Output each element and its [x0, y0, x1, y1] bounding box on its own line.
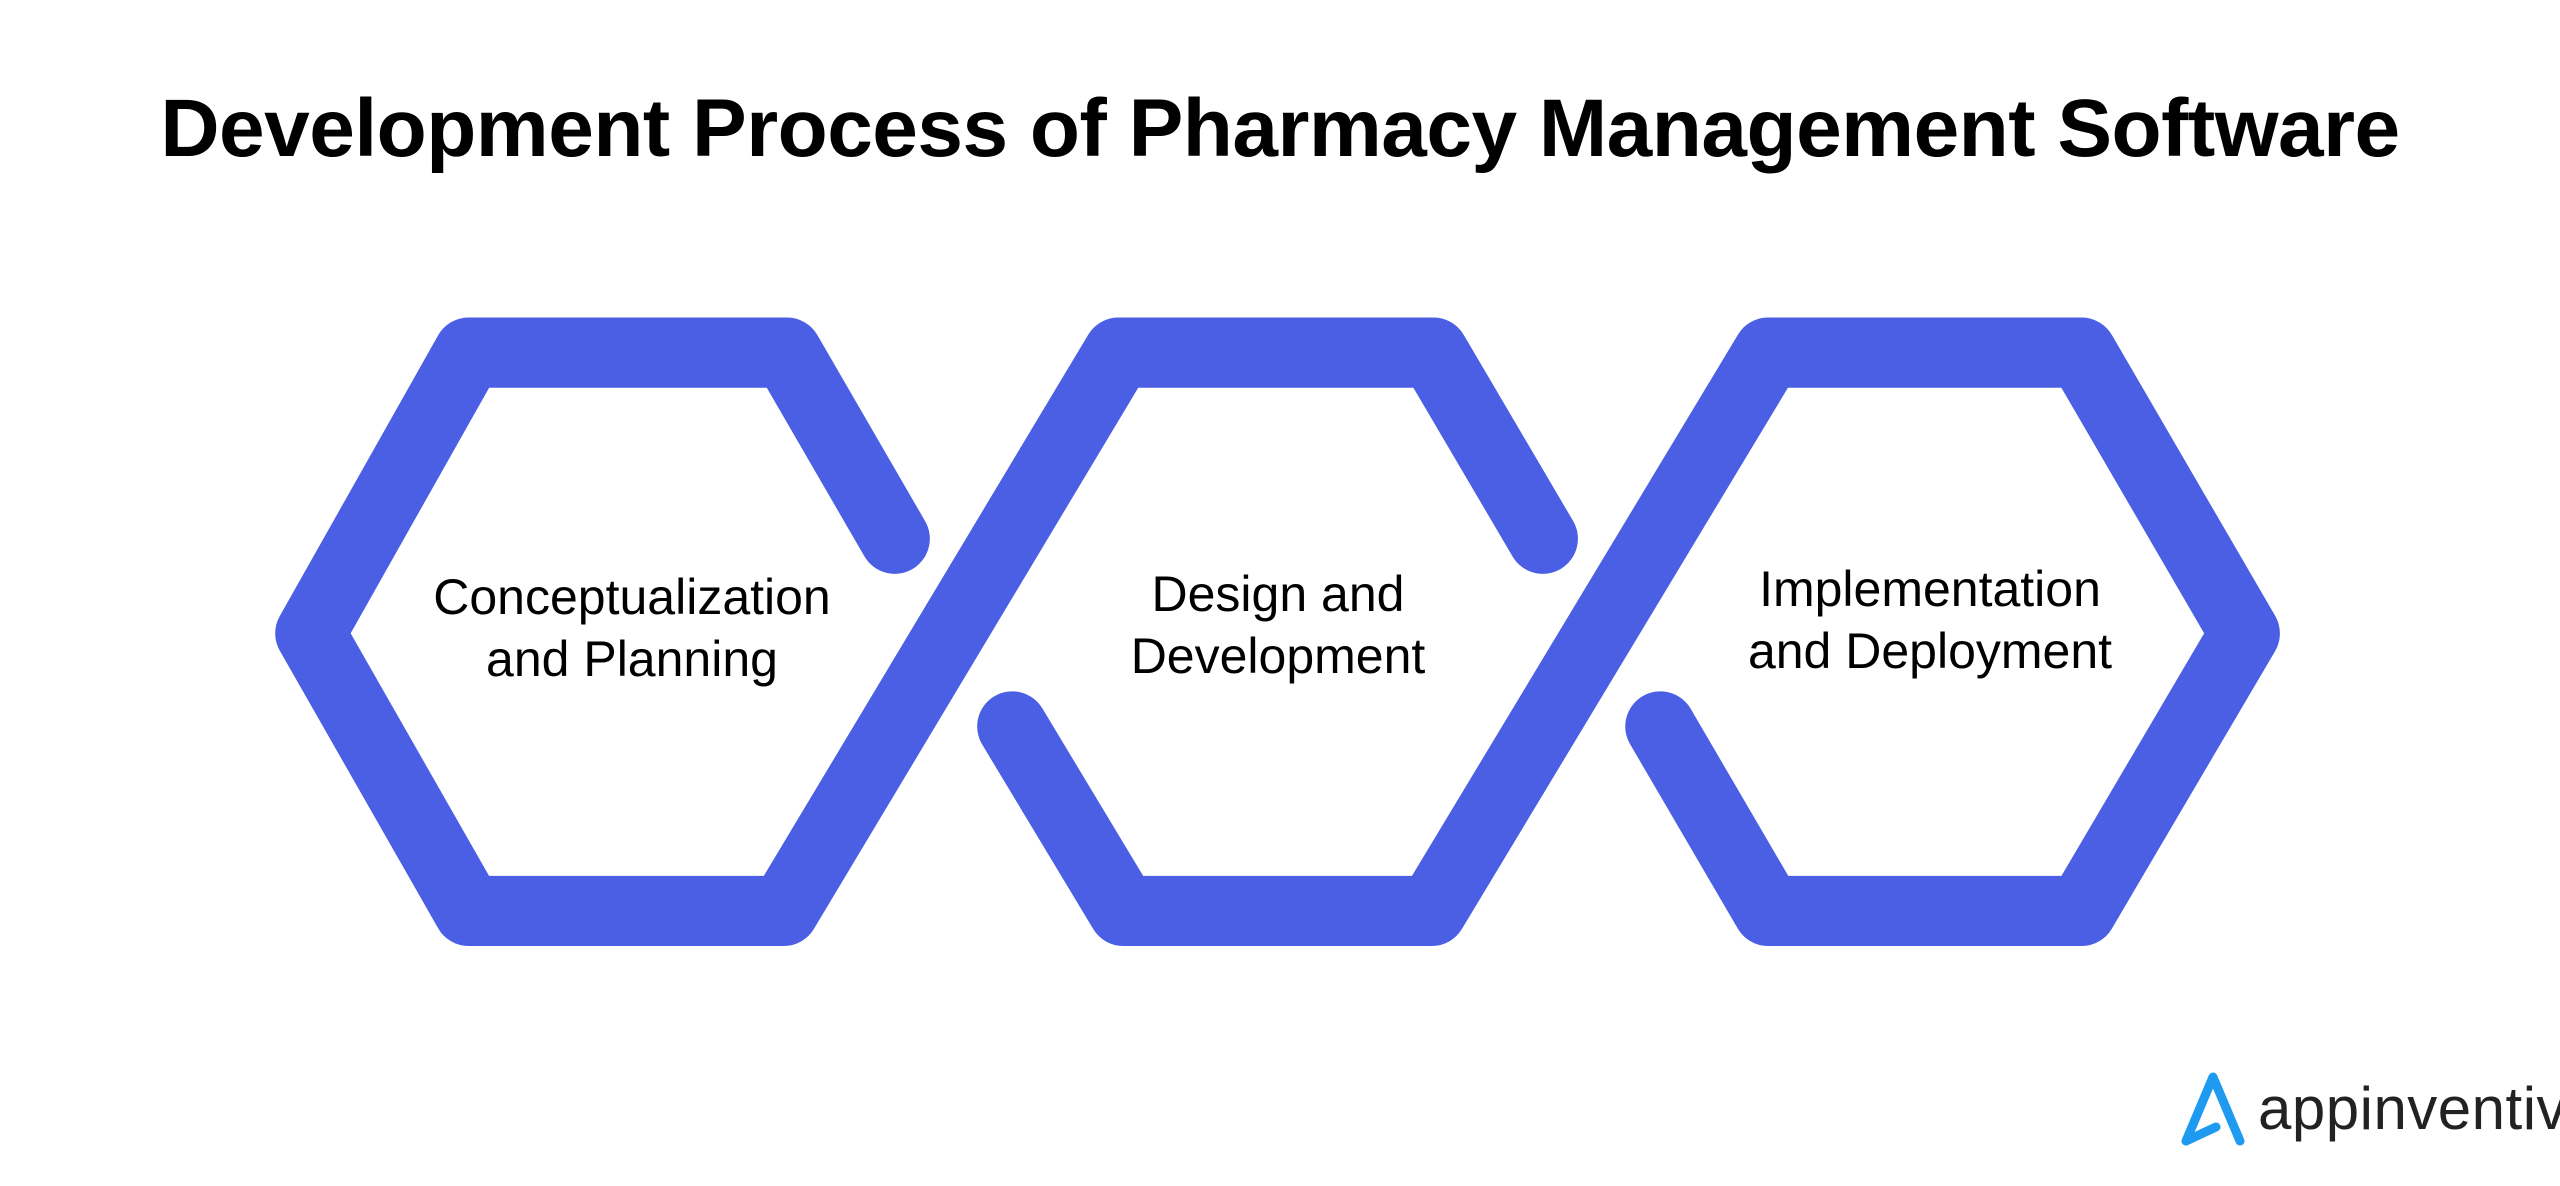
step-label-line: and Planning	[486, 631, 778, 687]
step-label-line: Development	[1130, 628, 1426, 684]
page-title: Development Process of Pharmacy Manageme…	[160, 83, 2400, 174]
step-label-line: Implementation	[1759, 561, 2101, 617]
brand-name: appinventiv	[2258, 1074, 2560, 1142]
brand-logo: appinventiv	[2178, 1068, 2560, 1148]
step-design-development: Design and Development	[1048, 563, 1508, 687]
step-conceptualization-planning: Conceptualization and Planning	[402, 566, 862, 690]
step-label-line: Conceptualization	[433, 569, 831, 625]
appinventiv-logo-icon	[2181, 1072, 2245, 1146]
step-label-line: Design and	[1151, 566, 1405, 622]
step-implementation-deployment: Implementation and Deployment	[1700, 558, 2160, 682]
hexagon-chain-lower	[977, 317, 2280, 947]
hexagon-chain-upper	[275, 317, 1578, 947]
step-label-line: and Deployment	[1747, 623, 2113, 679]
